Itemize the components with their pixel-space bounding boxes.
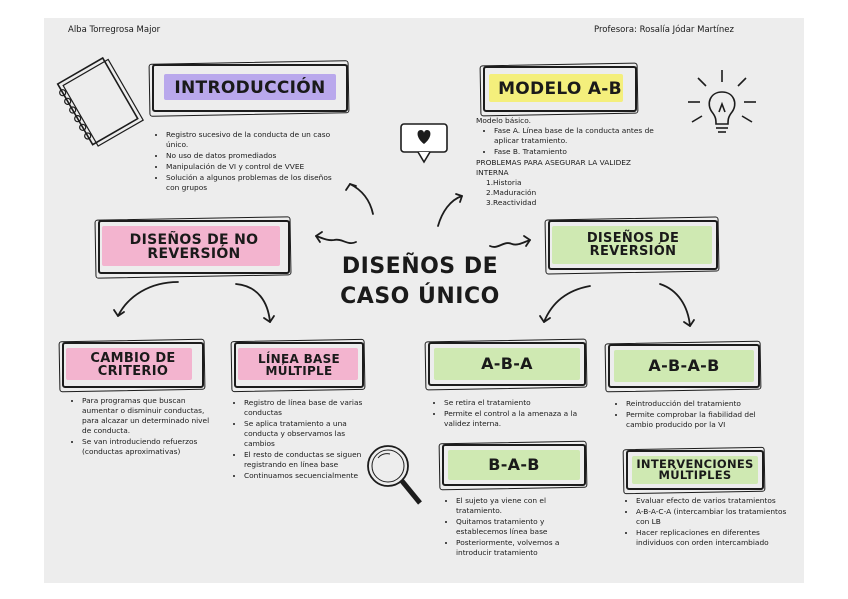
list-item: El resto de conductas se siguen registra… bbox=[244, 450, 370, 470]
list-item: Fase A. Línea base de la conducta antes … bbox=[494, 126, 666, 146]
list-item: Permite el control a la amenaza a la val… bbox=[444, 409, 600, 429]
list-item: Evaluar efecto de varios tratamientos bbox=[636, 496, 792, 506]
list-item: Hacer replicaciones en diferentes indivi… bbox=[636, 528, 792, 548]
no-reversion-label-2: REVERSIÓN bbox=[147, 246, 241, 262]
introduccion-box: INTRODUCCIÓN bbox=[152, 64, 348, 112]
title-line-1: DISEÑOS DE bbox=[341, 254, 499, 279]
teacher-name: Profesora: Rosalía Jódar Martínez bbox=[594, 25, 734, 35]
abab-list: Reintroducción del tratamiento Permite c… bbox=[612, 399, 782, 431]
heart-bubble-icon bbox=[400, 123, 448, 164]
reversion-label-1: DISEÑOS DE bbox=[586, 231, 680, 246]
modelo-ab-label: MODELO A-B bbox=[498, 78, 622, 99]
list-item: Continuamos secuencialmente bbox=[244, 471, 370, 481]
problem-item: 1.Historia bbox=[486, 178, 522, 187]
list-item: Registro sucesivo de la conducta de un c… bbox=[166, 130, 342, 150]
linea-base-list: Registro de línea base de varias conduct… bbox=[230, 398, 370, 482]
list-item: No uso de datos promediados bbox=[166, 151, 342, 161]
intervenciones-list: Evaluar efecto de varios tratamientos A-… bbox=[622, 496, 792, 549]
abab-label: A-B-A-B bbox=[648, 356, 720, 375]
aba-label: A-B-A bbox=[481, 354, 533, 373]
problems-title: PROBLEMAS PARA ASEGURAR LA VALIDEZ INTER… bbox=[476, 158, 631, 177]
modelo-ab-text: Modelo básico. Fase A. Línea base de la … bbox=[476, 116, 666, 208]
aba-box: A-B-A bbox=[428, 342, 586, 386]
list-item: El sujeto ya viene con el tratamiento. bbox=[456, 496, 592, 516]
lightbulb-icon bbox=[688, 70, 756, 133]
problem-item: 2.Maduración bbox=[486, 188, 537, 197]
list-item: Manipulación de VI y control de VVEE bbox=[166, 162, 342, 172]
list-item: A-B-A-C-A (intercambiar los tratamientos… bbox=[636, 507, 792, 527]
central-title: DISEÑOS DE CASO ÚNICO bbox=[330, 252, 510, 312]
aba-list: Se retira el tratamiento Permite el cont… bbox=[430, 398, 600, 430]
connector-arrows bbox=[113, 183, 695, 327]
list-item: Para programas que buscan aumentar o dis… bbox=[82, 396, 218, 436]
list-item: Se van introduciendo refuerzos (conducta… bbox=[82, 437, 218, 457]
bab-label: B-A-B bbox=[488, 455, 540, 474]
cambio-criterio-list: Para programas que buscan aumentar o dis… bbox=[68, 396, 218, 458]
modelo-ab-box: MODELO A-B bbox=[483, 66, 637, 112]
list-item: Quitamos tratamiento y establecemos líne… bbox=[456, 517, 592, 537]
linea-base-label-2: MÚLTIPLE bbox=[265, 364, 333, 378]
list-item: Se aplica tratamiento a una conducta y o… bbox=[244, 419, 370, 449]
list-item: Solución a algunos problemas de los dise… bbox=[166, 173, 342, 193]
cambio-criterio-label-1: CAMBIO DE bbox=[90, 351, 176, 366]
linea-base-label-1: LÍNEA BASE bbox=[257, 352, 341, 366]
cambio-criterio-label-2: CRITERIO bbox=[97, 364, 169, 379]
author-name: Alba Torregrosa Major bbox=[68, 25, 161, 35]
notebook-icon bbox=[56, 56, 144, 147]
list-item: Posteriormente, volvemos a introducir tr… bbox=[456, 538, 592, 558]
reversion-label-2: REVERSIÓN bbox=[589, 244, 677, 259]
list-item: Registro de línea base de varias conduct… bbox=[244, 398, 370, 418]
list-item: Permite comprobar la fiabilidad del camb… bbox=[626, 410, 782, 430]
bab-list: El sujeto ya viene con el tratamiento. Q… bbox=[442, 496, 592, 559]
list-item: Se retira el tratamiento bbox=[444, 398, 600, 408]
intervenciones-label-1: INTERVENCIONES bbox=[636, 456, 754, 471]
abab-box: A-B-A-B bbox=[608, 344, 760, 388]
no-reversion-label-1: DISEÑOS DE NO bbox=[129, 232, 259, 248]
magnifier-icon bbox=[367, 445, 422, 505]
modelo-ab-intro: Modelo básico. bbox=[476, 116, 531, 125]
list-item: Reintroducción del tratamiento bbox=[626, 399, 782, 409]
title-line-2: CASO ÚNICO bbox=[340, 284, 500, 309]
intervenciones-label-2: MÚLTIPLES bbox=[658, 468, 732, 482]
bab-box: B-A-B bbox=[442, 444, 586, 486]
problem-item: 3.Reactividad bbox=[486, 198, 537, 207]
introduccion-list: Registro sucesivo de la conducta de un c… bbox=[152, 130, 342, 194]
introduccion-label: INTRODUCCIÓN bbox=[174, 77, 326, 98]
list-item: Fase B. Tratamiento bbox=[494, 147, 666, 157]
